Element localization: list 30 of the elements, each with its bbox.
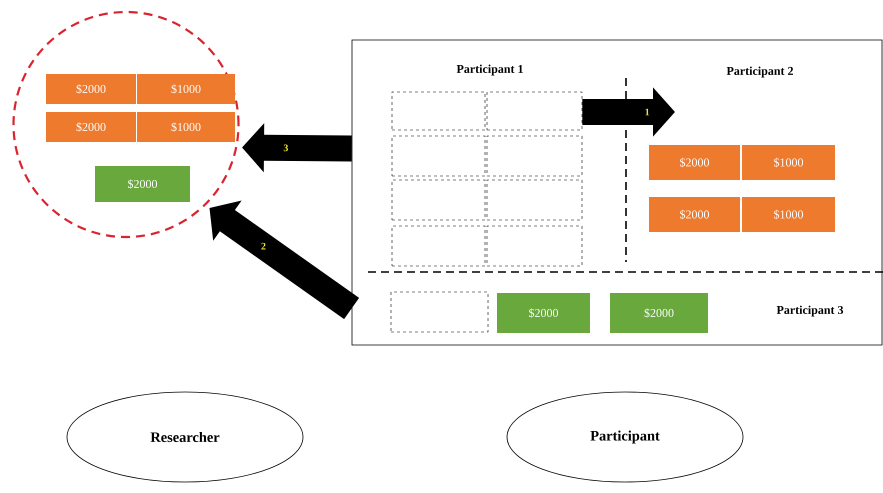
empty-slot-box	[486, 136, 582, 176]
empty-slot-box	[392, 92, 486, 130]
empty-slot-box	[486, 92, 582, 130]
arrow-number: 1	[644, 108, 651, 116]
section-heading: Participant 3	[776, 304, 844, 318]
empty-slot-box	[392, 226, 486, 266]
node-label: $2000	[76, 122, 106, 132]
empty-slot-box	[390, 292, 488, 332]
empty-slot-box	[392, 180, 486, 220]
money-box: $1000	[742, 145, 835, 180]
money-box: $2000	[649, 145, 740, 180]
empty-slot-box	[486, 226, 582, 266]
node-label: $1000	[172, 84, 201, 94]
money-box: $2000	[95, 166, 190, 202]
section-heading: Participant 1	[456, 64, 524, 76]
money-box: $1000	[137, 112, 235, 142]
money-box: $2000	[46, 112, 136, 142]
money-box: $2000	[610, 293, 708, 333]
dashed-circle	[12, 10, 240, 238]
money-box: $1000	[137, 74, 235, 104]
money-box: $2000	[649, 197, 740, 232]
section-heading: Participant 2	[726, 66, 794, 78]
node-label: $1000	[172, 122, 201, 132]
money-box: $2000	[46, 74, 136, 104]
empty-slot-box	[392, 136, 486, 176]
empty-slot-box	[486, 180, 582, 220]
participant-panel	[352, 40, 882, 346]
node-label: $2000	[76, 84, 106, 94]
money-box: $2000	[497, 293, 590, 333]
money-box: $1000	[742, 197, 835, 232]
